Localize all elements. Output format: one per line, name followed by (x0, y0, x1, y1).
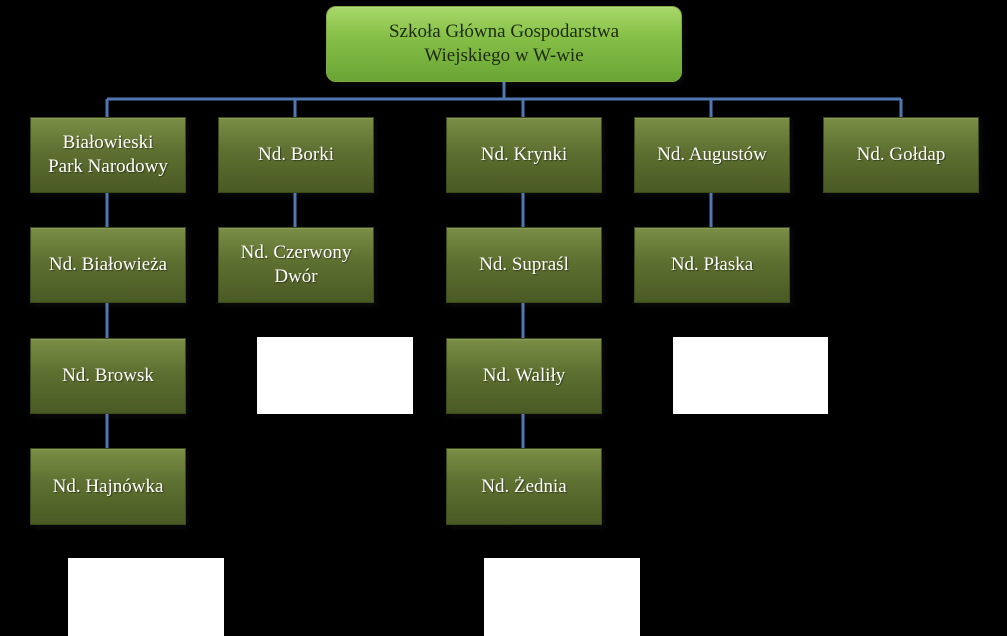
node-nd-krynki: Nd. Krynki (446, 117, 602, 193)
node-nd-suprasl: Nd. Supraśl (446, 227, 602, 303)
node-nd-bialowieza: Nd. Białowieża (30, 227, 186, 303)
node-nd-hajnowka: Nd. Hajnówka (30, 448, 186, 525)
node-label: Nd. Waliły (482, 365, 566, 386)
blank-box-under-borki (257, 337, 413, 414)
blank-box-under-hajnowka (68, 558, 224, 636)
node-label-line-1: Białowieski (62, 132, 154, 153)
node-nd-plaska: Nd. Płaska (634, 227, 790, 303)
node-nd-browsk: Nd. Browsk (30, 338, 186, 414)
node-label: Nd. Gołdap (856, 144, 946, 165)
node-nd-borki: Nd. Borki (218, 117, 374, 193)
node-label: Nd. Augustów (657, 144, 767, 165)
root-line-1: Szkoła Główna Gospodarstwa (388, 21, 620, 42)
node-nd-goldap: Nd. Gołdap (823, 117, 979, 193)
node-label: Nd. Krynki (480, 144, 568, 165)
root-line-2: Wiejskiego w W-wie (424, 45, 584, 66)
node-label-line-2: Park Narodowy (48, 156, 168, 177)
node-label-line-2: Dwór (274, 266, 318, 287)
node-label: Nd. Supraśl (479, 254, 569, 275)
node-label: Nd. Browsk (62, 365, 154, 386)
node-label-line-1: Nd. Czerwony (240, 242, 352, 263)
blank-box-under-zednia (484, 558, 640, 636)
node-bialowieski-park-narodowy: Białowieski Park Narodowy (30, 117, 186, 193)
node-nd-augustow: Nd. Augustów (634, 117, 790, 193)
node-label: Nd. Borki (258, 144, 334, 165)
blank-box-under-augustow (673, 337, 828, 414)
node-label: Nd. Płaska (670, 254, 754, 275)
node-nd-zednia: Nd. Żednia (446, 448, 602, 525)
node-nd-walily: Nd. Waliły (446, 338, 602, 414)
root-node: Szkoła Główna Gospodarstwa Wiejskiego w … (326, 6, 682, 82)
node-label: Nd. Białowieża (48, 254, 168, 275)
node-label: Nd. Żednia (481, 475, 567, 497)
node-nd-czerwony-dwor: Nd. Czerwony Dwór (218, 227, 374, 303)
node-label: Nd. Hajnówka (52, 475, 164, 497)
